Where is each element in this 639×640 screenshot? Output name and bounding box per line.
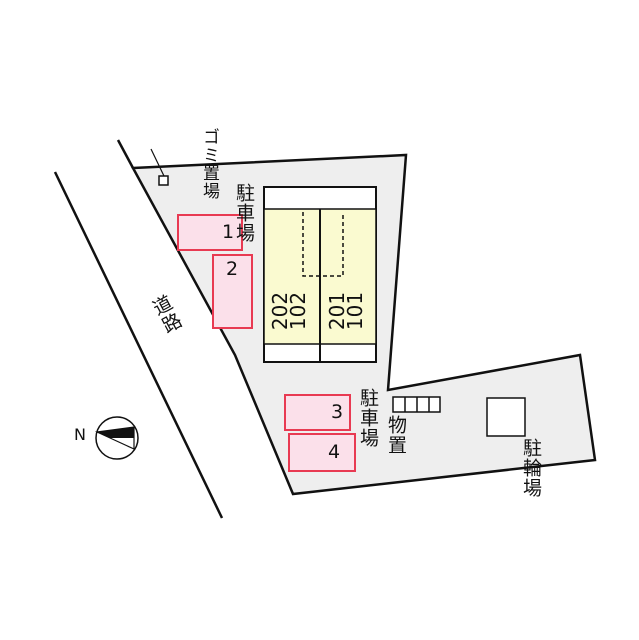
storage-shed [392, 396, 441, 413]
parking-space-1 [177, 214, 243, 251]
apartment-building [263, 186, 377, 363]
bicycle-parking-label: 駐輪場 [520, 438, 542, 498]
parking-number-4: 4 [328, 441, 341, 463]
garbage-leader-line [150, 148, 165, 177]
road-edge-right [116, 139, 135, 169]
parking-number-3: 3 [331, 401, 344, 423]
parking-label-bottom: 駐車場 [357, 388, 379, 448]
parking-number-2: 2 [226, 258, 239, 280]
parking-space-4 [288, 433, 356, 472]
north-label: N [74, 425, 86, 444]
bicycle-parking [486, 397, 526, 437]
parking-label-top: 駐車場 [233, 183, 255, 243]
garbage-area-marker [158, 175, 169, 186]
road-edge-left [53, 171, 224, 519]
unit-101-label: 101 [343, 291, 368, 331]
unit-102-label: 102 [286, 291, 311, 331]
parking-space-3 [284, 394, 351, 431]
garbage-area-label: ゴミ置場 [199, 128, 219, 200]
north-compass-icon [94, 416, 139, 460]
parking-space-2 [212, 254, 253, 329]
parking-number-1: 1 [222, 221, 235, 243]
storage-label: 物置 [385, 415, 407, 455]
